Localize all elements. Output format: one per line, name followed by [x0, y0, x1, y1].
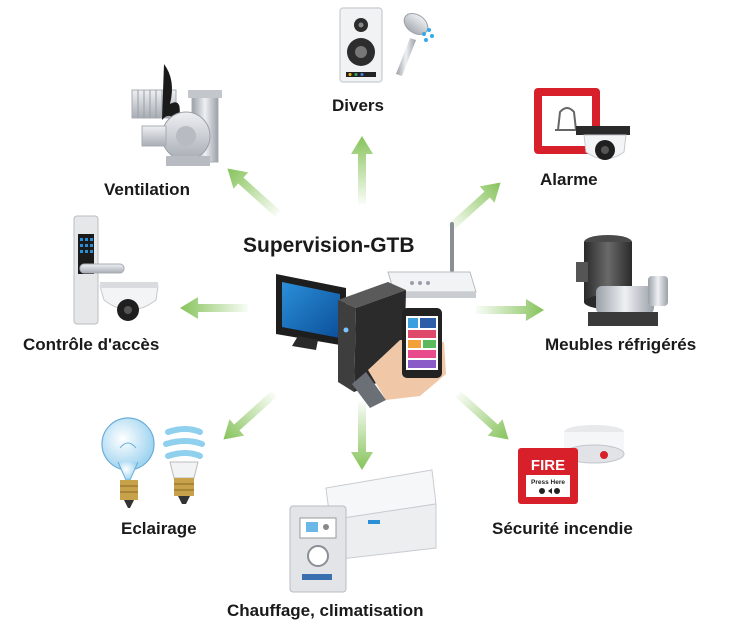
- supervision-station-icon: [276, 222, 477, 408]
- label-alarme: Alarme: [540, 170, 598, 189]
- computer-tower-icon: [338, 282, 406, 392]
- router-icon: [387, 222, 477, 298]
- label-chauffage-climatisation: Chauffage, climatisation: [227, 601, 424, 620]
- refrigeration-compressor-icon: [576, 235, 668, 326]
- alarm-camera-icon: [534, 88, 630, 160]
- arrow-to-alarme: [447, 182, 501, 231]
- arrow-to-acces: [180, 297, 248, 319]
- speaker-and-shower-icon: [339, 7, 434, 83]
- supervision-title: Supervision-GTB: [243, 234, 415, 257]
- fire-alarm-icon: FIRE Press Here: [518, 425, 625, 504]
- label-meubles-refrigeres: Meubles réfrigérés: [545, 335, 697, 354]
- ventilation-fan-icon: [131, 64, 222, 166]
- fire-sign-title: FIRE: [531, 457, 565, 474]
- arrow-to-divers: [351, 136, 373, 204]
- arrow-to-eclairage: [223, 391, 277, 440]
- arrow-to-ventilation: [227, 168, 281, 217]
- label-securite-incendie: Sécurité incendie: [492, 519, 633, 538]
- monitor-icon: [276, 274, 346, 350]
- arrow-to-incendie: [455, 391, 509, 440]
- label-eclairage: Eclairage: [121, 519, 197, 538]
- arrows: [180, 136, 544, 470]
- arrow-to-chauffage: [351, 402, 373, 470]
- arrow-to-meubles: [476, 299, 544, 321]
- label-controle-acces: Contrôle d'accès: [23, 335, 160, 354]
- fire-sign-subtitle: Press Here: [531, 479, 565, 486]
- label-divers: Divers: [332, 96, 384, 115]
- door-lock-icon: [73, 215, 159, 325]
- light-bulbs-icon: [101, 417, 205, 508]
- label-ventilation: Ventilation: [104, 180, 190, 199]
- hvac-unit-icon: [289, 469, 437, 593]
- smartphone-icon: [352, 308, 446, 408]
